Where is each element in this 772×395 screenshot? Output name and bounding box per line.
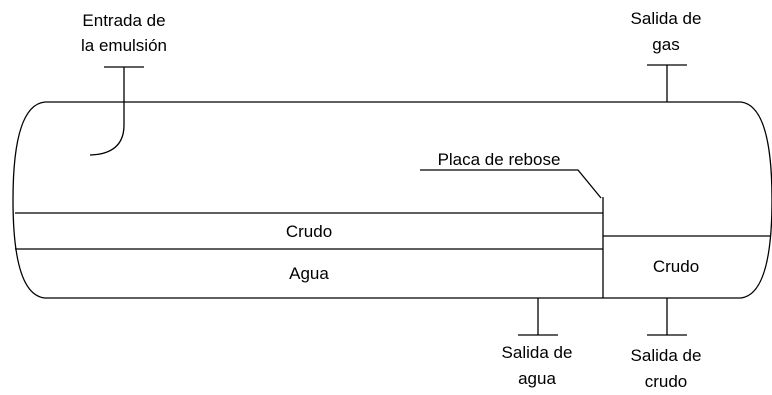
inlet-label-line1: Entrada de [82,11,165,30]
inlet-pipe [89,67,125,156]
water-outlet-label-line2: agua [518,369,556,388]
gas-outlet-label-line2: gas [652,35,679,54]
oil-outlet-label-line2: crudo [645,372,688,391]
vessel-left-head [12,101,46,299]
separator-vessel [12,101,772,299]
vessel-right-head [740,101,772,299]
gas-outlet-label-line1: Salida de [631,9,702,28]
weir-plate-label: Placa de rebose [438,150,561,169]
inlet-label-line2: la emulsión [81,36,167,55]
oil-compartment-label: Crudo [653,257,699,276]
oil-outlet-label-line1: Salida de [631,346,702,365]
oil-layer-label: Crudo [286,222,332,241]
water-outlet-label-line1: Salida de [502,343,573,362]
weir-plate-leader [420,169,602,199]
water-layer-label: Agua [289,264,329,283]
